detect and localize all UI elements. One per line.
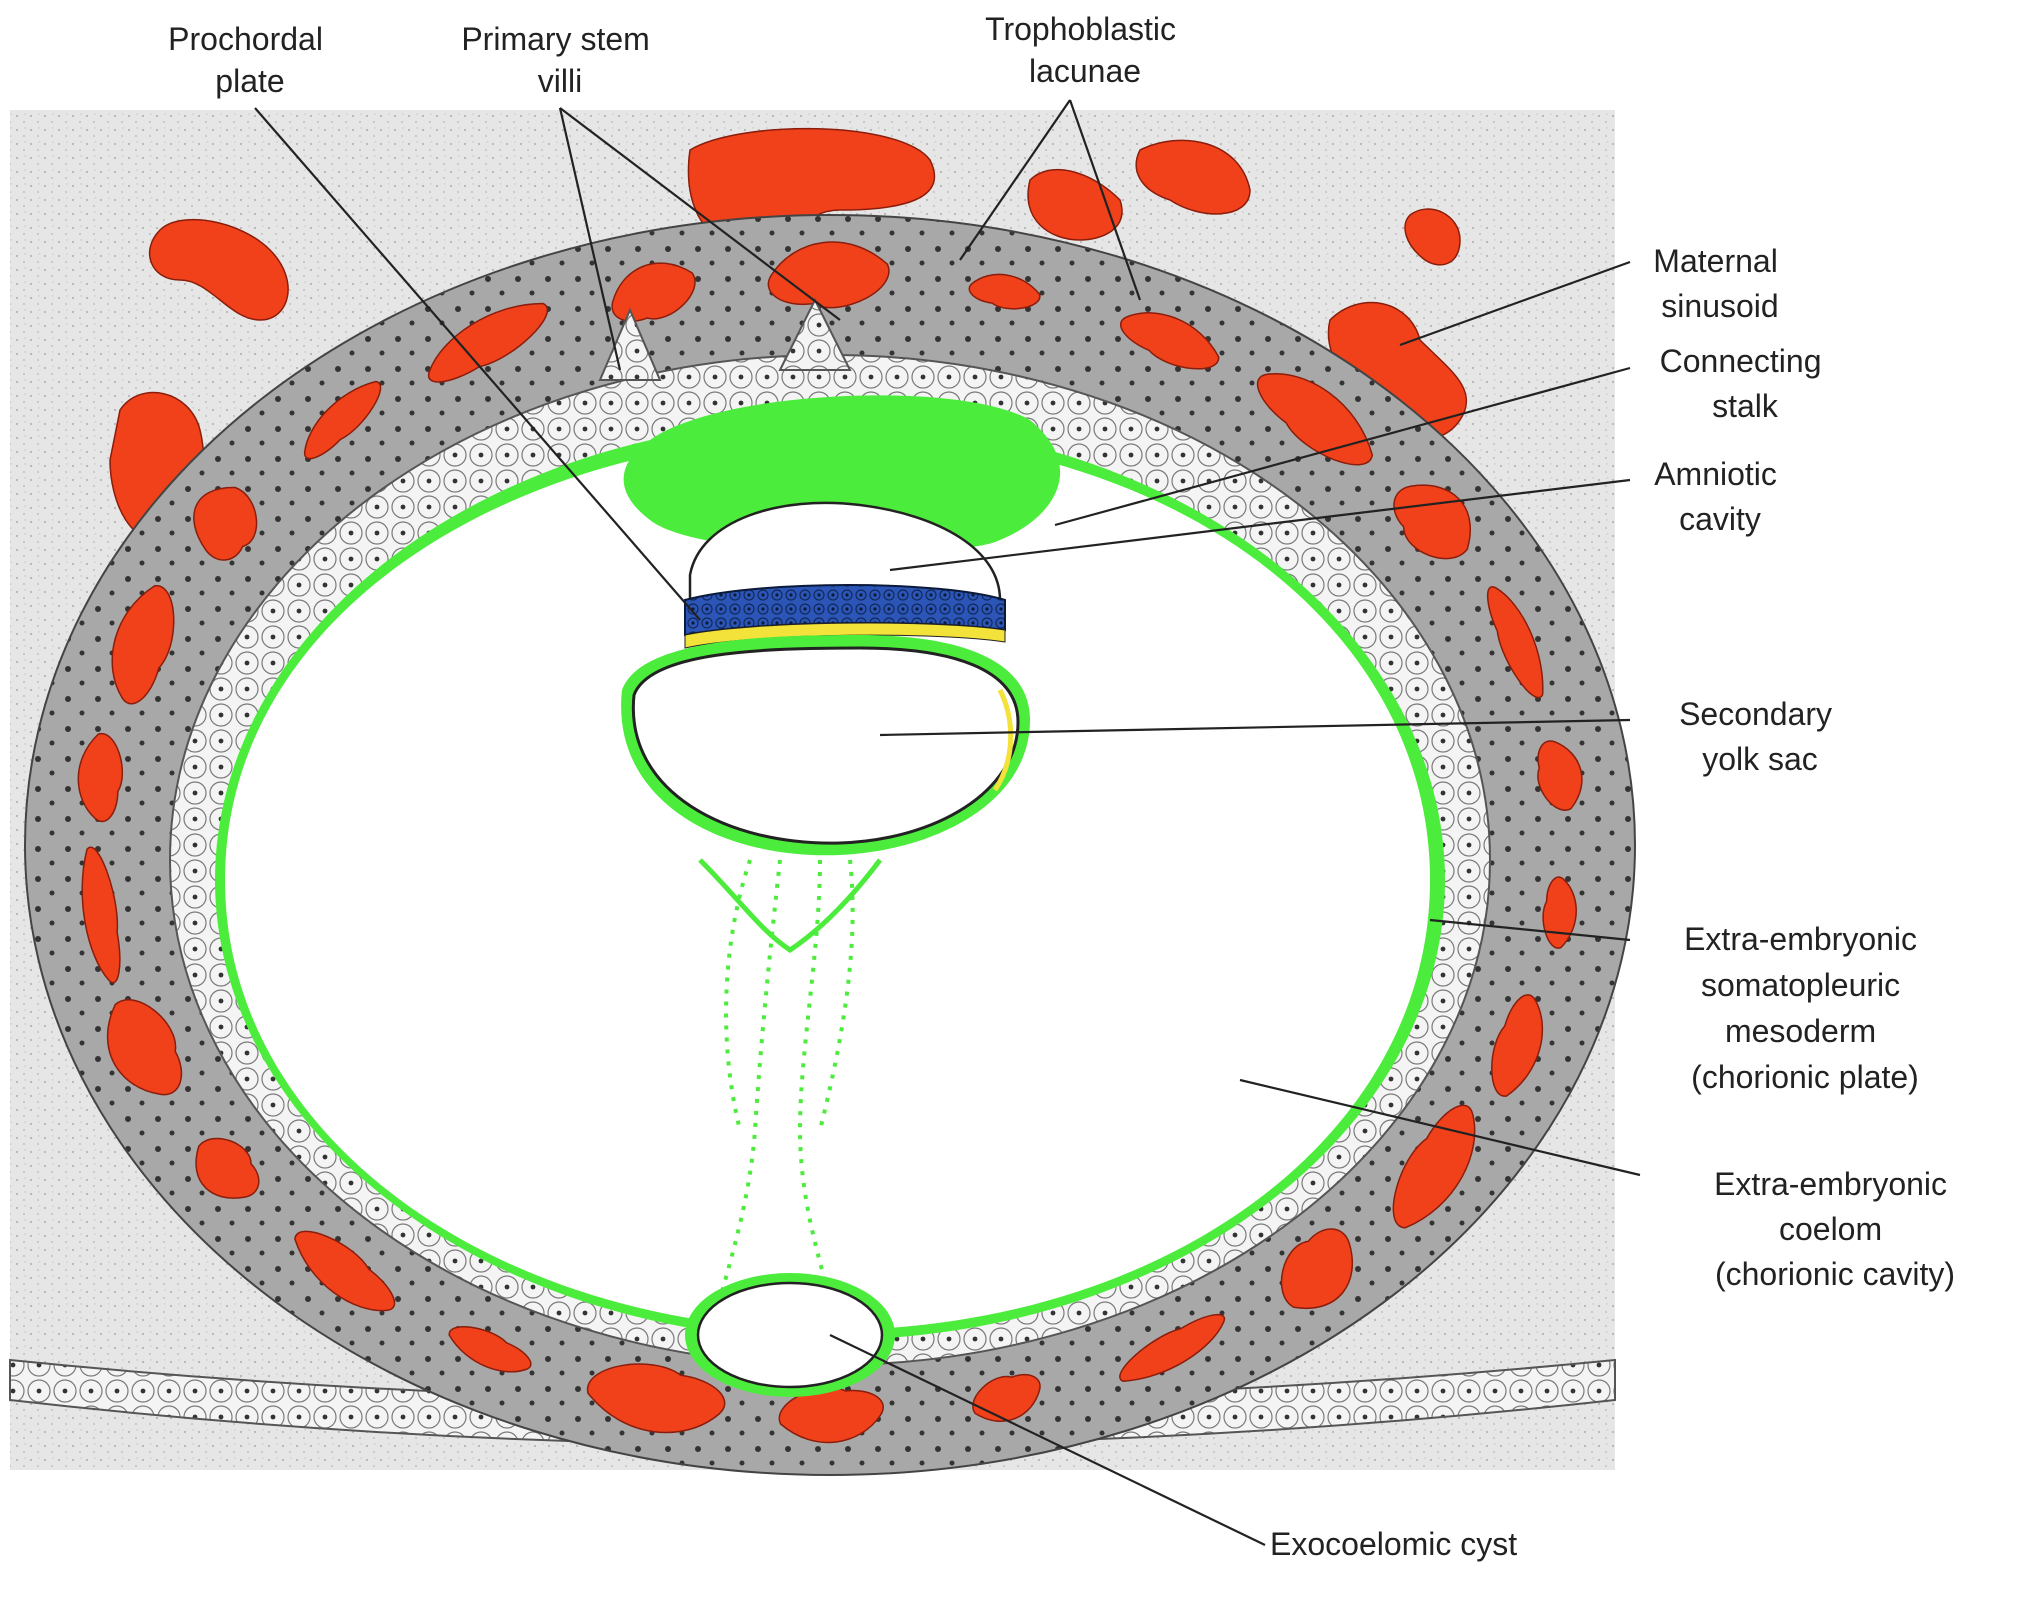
lacuna-blob xyxy=(303,380,382,460)
mesoderm-strands xyxy=(718,859,855,1301)
lacuna-blob xyxy=(1542,876,1577,949)
label-exocoelomic-cyst: Exocoelomic cyst xyxy=(1270,1526,1517,1562)
lacuna-blob xyxy=(111,585,175,705)
lacuna-blob xyxy=(767,241,890,309)
lacuna-blob xyxy=(1392,1104,1476,1229)
secondary-yolk-sac xyxy=(621,635,1030,856)
lacuna-blob xyxy=(1491,994,1544,1097)
lacuna-blob xyxy=(77,733,124,823)
trophoblastic-lacunae xyxy=(77,241,1583,1444)
lacuna-blob xyxy=(81,846,121,984)
lacuna-blob xyxy=(1280,1228,1354,1310)
labels: Prochordal plate Primary stem villi Trop… xyxy=(168,11,1956,1562)
yolk-sac-remnant xyxy=(698,858,882,954)
label-extraembryonic-coelom: Extra-embryonic coelom (chorionic cavity… xyxy=(1714,1166,1956,1292)
lacuna-blob xyxy=(193,486,258,561)
lacuna-blob xyxy=(195,1137,260,1199)
label-amniotic-cavity: Amniotic cavity xyxy=(1654,456,1786,537)
lacuna-blob xyxy=(1537,740,1583,811)
label-maternal-sinusoid: Maternal sinusoid xyxy=(1653,243,1786,324)
leader-lines xyxy=(254,99,1641,1546)
lacuna-blob xyxy=(1120,312,1220,370)
lacuna-blob xyxy=(294,1230,396,1312)
lacuna-blob xyxy=(106,999,183,1096)
label-secondary-yolk-sac: Secondary yolk sac xyxy=(1679,696,1841,777)
lacuna-blob xyxy=(427,302,549,383)
primary-stem-villi xyxy=(598,297,852,381)
lacuna-blob xyxy=(1486,586,1544,699)
lacuna-blob xyxy=(972,1373,1041,1422)
lacuna-blob xyxy=(778,1387,884,1444)
label-prochordal-plate: Prochordal plate xyxy=(168,21,332,99)
lacuna-blob xyxy=(1119,1313,1226,1383)
label-somatopleuric-mesoderm: Extra-embryonic somatopleuric mesoderm (… xyxy=(1684,921,1926,1095)
exocoelomic-cyst xyxy=(685,1273,895,1397)
connecting-stalk xyxy=(623,395,1061,554)
lacuna-blob xyxy=(968,273,1041,310)
lacuna-blob xyxy=(1256,373,1374,466)
label-connecting-stalk: Connecting stalk xyxy=(1660,343,1831,424)
chorionic-cavity xyxy=(225,434,1430,1331)
label-trophoblastic-lacunae: Trophoblastic lacunae xyxy=(985,11,1185,89)
lacuna-blob xyxy=(587,1363,726,1434)
label-primary-stem-villi: Primary stem villi xyxy=(461,21,658,99)
lacuna-blob xyxy=(448,1326,532,1373)
